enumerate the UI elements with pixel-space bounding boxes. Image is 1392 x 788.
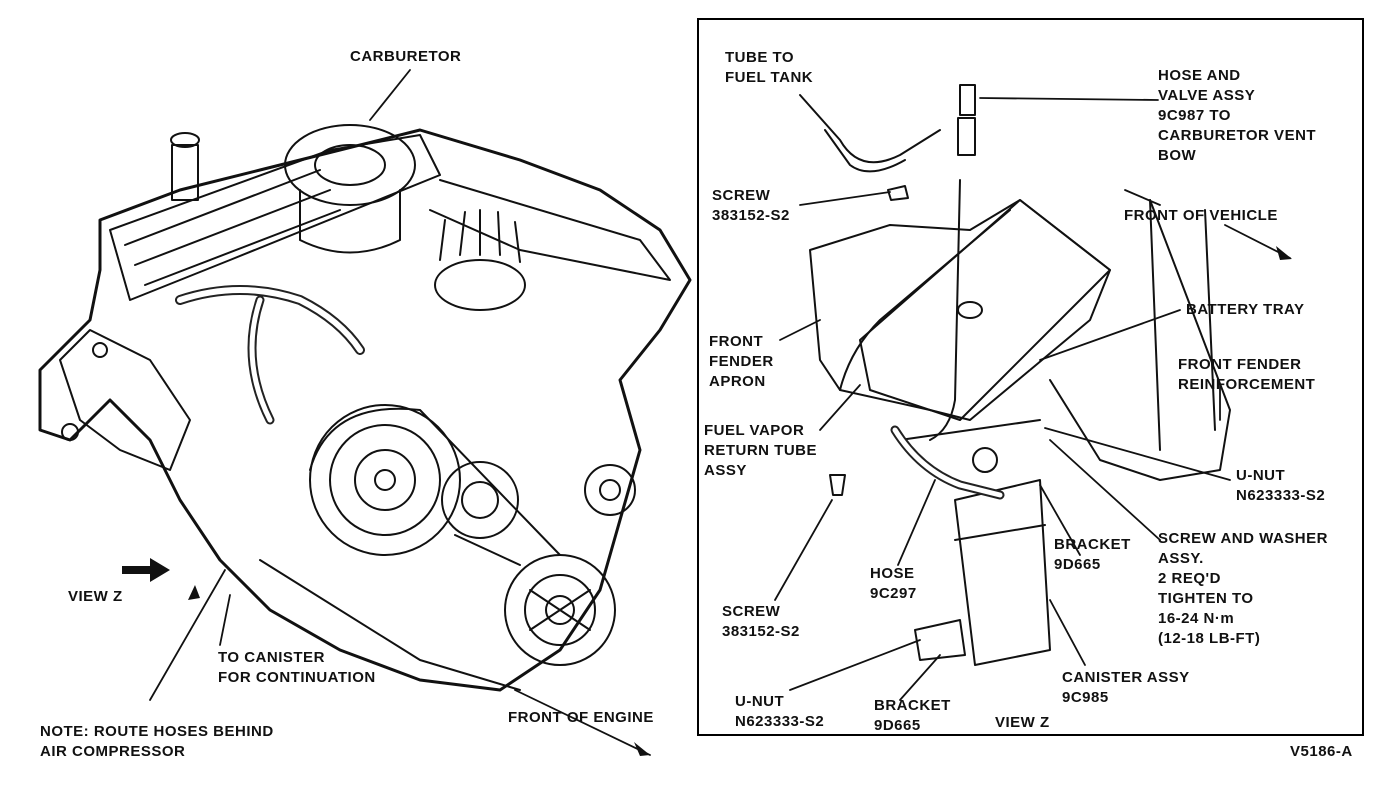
canister-drawing — [774, 84, 1291, 701]
label-u-nut-right: U-NUT N623333-S2 — [1236, 467, 1326, 504]
label-to-canister: TO CANISTER FOR CONTINUATION — [218, 649, 376, 686]
engine-drawing — [38, 69, 692, 756]
label-note: NOTE: ROUTE HOSES BEHIND AIR COMPRESSOR — [40, 723, 274, 760]
label-front-fender-reinforcement: FRONT FENDER REINFORCEMENT — [1178, 356, 1316, 393]
front-of-engine-arrowhead — [634, 742, 650, 756]
label-screw-top: SCREW 383152-S2 — [712, 187, 790, 224]
label-view-z-right: VIEW Z — [995, 714, 1050, 731]
label-hose-valve-assy: HOSE AND VALVE ASSY 9C987 TO CARBURETOR … — [1158, 67, 1317, 164]
label-screw-washer-assy: SCREW AND WASHER ASSY. 2 REQ'D TIGHTEN T… — [1158, 530, 1328, 647]
label-front-of-vehicle: FRONT OF VEHICLE — [1124, 207, 1278, 224]
figure-code: V5186-A — [1290, 743, 1353, 760]
label-front-fender-apron: FRONT FENDER APRON — [709, 333, 774, 390]
label-bracket-right: BRACKET 9D665 — [1054, 536, 1131, 573]
label-tube-to-fuel-tank: TUBE TO FUEL TANK — [725, 49, 814, 86]
label-canister-assy: CANISTER ASSY 9C985 — [1062, 669, 1190, 706]
label-carburetor: CARBURETOR — [350, 48, 462, 65]
label-bracket-bottom: BRACKET 9D665 — [874, 697, 951, 734]
view-z-panel — [697, 18, 1364, 736]
label-front-of-engine: FRONT OF ENGINE — [508, 709, 654, 726]
note-arrowhead — [188, 585, 200, 600]
label-u-nut-bottom: U-NUT N623333-S2 — [735, 693, 825, 730]
view-z-arrow — [122, 558, 170, 582]
label-screw-bottom: SCREW 383152-S2 — [722, 603, 800, 640]
label-battery-tray: BATTERY TRAY — [1186, 301, 1305, 318]
front-of-vehicle-arrowhead — [1276, 246, 1292, 260]
label-fuel-vapor-return-tube: FUEL VAPOR RETURN TUBE ASSY — [704, 422, 817, 479]
label-view-z-left: VIEW Z — [68, 588, 123, 605]
label-hose-9c297: HOSE 9C297 — [870, 565, 917, 602]
